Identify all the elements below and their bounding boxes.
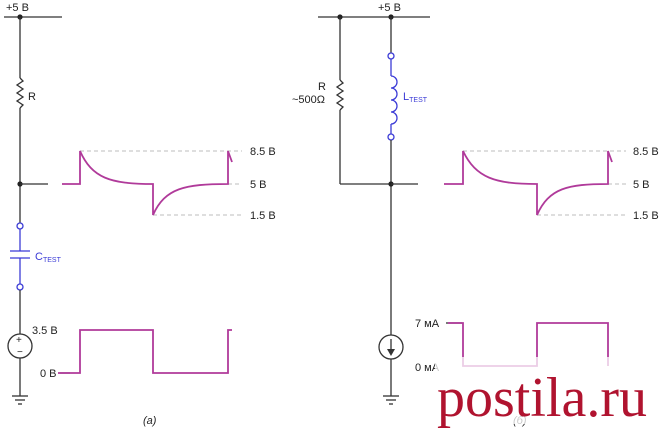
source-high-label-a: 3.5 В (32, 325, 58, 337)
capacitor-label: CTEST (35, 251, 62, 264)
level-low-label-a: 1.5 В (250, 210, 276, 222)
output-waveform-a (62, 150, 233, 216)
supply-label-a: +5 В (6, 2, 29, 14)
resistor-a (15, 77, 25, 109)
caption-a: (а) (143, 415, 157, 427)
level-mid-label-b: 5 В (633, 179, 650, 191)
resistor-b (335, 79, 345, 111)
source-low-label-a: 0 В (40, 368, 57, 380)
watermark-text: postila.ru (437, 367, 647, 429)
supply-label-b: +5 В (378, 2, 401, 14)
level-high-label-a: 8.5 В (250, 146, 276, 158)
level-high-label-b: 8.5 В (633, 146, 659, 158)
circuit-b: +5 В R ~500Ω LTEST 7 мА 0 мА (292, 2, 659, 427)
inductor (390, 75, 398, 125)
watermark-backdrop (435, 357, 640, 424)
level-low-label-b: 1.5 В (633, 210, 659, 222)
resistor-value-b: ~500Ω (292, 94, 325, 106)
current-low-label: 0 мА (415, 362, 440, 374)
source-minus-sign: − (17, 347, 23, 358)
cap-terminal-bottom-a (16, 283, 24, 291)
circuit-a: +5 В R CTEST + − 3.5 В 0 В (4, 2, 276, 427)
output-waveform-b (444, 150, 613, 216)
ind-terminal-bottom (387, 133, 395, 141)
ind-terminal-top (387, 52, 395, 60)
current-arrow-icon (387, 349, 395, 356)
current-high-label: 7 мА (415, 318, 440, 330)
source-square-wave-a (58, 329, 232, 374)
source-plus-sign: + (16, 335, 22, 346)
cap-terminal-top-a (16, 222, 24, 230)
level-mid-label-a: 5 В (250, 179, 267, 191)
inductor-label: LTEST (403, 91, 428, 104)
resistor-label-b: R (318, 81, 326, 93)
resistor-label-a: R (28, 91, 36, 103)
watermark-logo: postila.ru (435, 357, 647, 429)
